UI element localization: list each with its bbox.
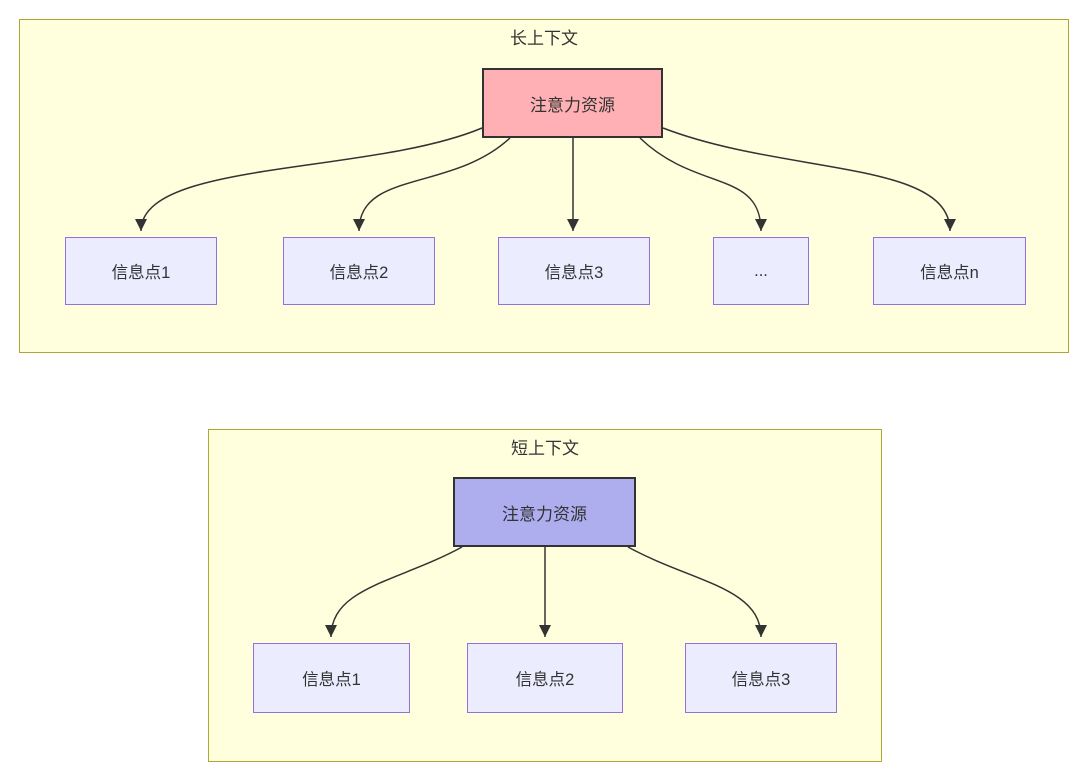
edge-arrow-long-2 <box>353 137 511 232</box>
attention-node-long-label: 注意力资源 <box>530 95 615 115</box>
edge-arrow-short-1 <box>325 546 463 638</box>
edge-arrow-short-3 <box>627 546 767 638</box>
info-node-short-2: 信息点2 <box>467 643 623 713</box>
info-node-long-n-label: 信息点n <box>920 264 979 282</box>
info-node-short-3-label: 信息点3 <box>731 671 791 689</box>
info-node-short-1-label: 信息点1 <box>302 671 361 689</box>
info-node-long-2-label: 信息点2 <box>329 264 389 282</box>
cluster-long-context-title: 长上下文 <box>510 29 578 48</box>
info-node-long-ellipsis-label: ... <box>754 261 768 280</box>
info-node-long-2: 信息点2 <box>283 237 435 305</box>
info-node-long-3: 信息点3 <box>498 237 650 305</box>
attention-node-short-label: 注意力资源 <box>502 504 587 524</box>
edge-arrow-long-5 <box>662 127 956 232</box>
info-node-short-1: 信息点1 <box>253 643 410 713</box>
info-node-short-2-label: 信息点2 <box>515 671 575 689</box>
info-node-short-3: 信息点3 <box>685 643 837 713</box>
edge-arrow-long-1 <box>135 127 483 232</box>
attention-node-short: 注意力资源 <box>453 477 636 547</box>
info-node-long-ellipsis: ... <box>713 237 809 305</box>
attention-node-long: 注意力资源 <box>482 68 663 138</box>
edge-arrow-long-4 <box>639 137 767 232</box>
info-node-long-1: 信息点1 <box>65 237 217 305</box>
info-node-long-1-label: 信息点1 <box>111 264 171 282</box>
info-node-long-3-label: 信息点3 <box>544 264 604 282</box>
info-node-long-n: 信息点n <box>873 237 1026 305</box>
cluster-short-context-title: 短上下文 <box>511 439 579 458</box>
